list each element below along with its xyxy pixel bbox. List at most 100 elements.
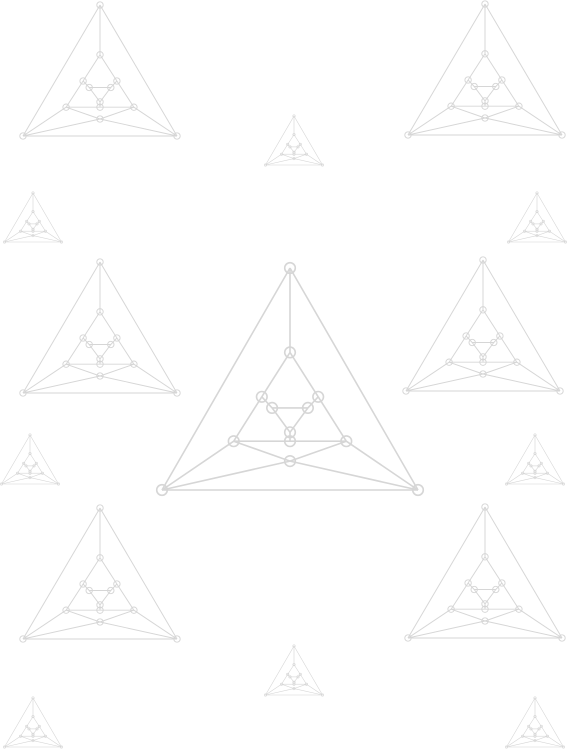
motif-edge <box>294 154 307 158</box>
motif-edge <box>485 54 502 80</box>
motif-edge <box>27 717 33 727</box>
motif-edge <box>288 144 290 147</box>
motif-edge <box>46 736 62 747</box>
motif-node <box>97 259 103 265</box>
motif-edge <box>535 698 564 747</box>
motif-edge <box>408 507 485 638</box>
motif-node <box>293 157 295 159</box>
motif-node <box>293 133 295 135</box>
motif-edge <box>5 193 34 242</box>
medium-triangle-2 <box>405 1 565 138</box>
motif-node <box>559 635 565 641</box>
motif-node <box>97 602 103 608</box>
motif-node <box>25 465 27 467</box>
motif-edge <box>300 674 306 684</box>
motif-node <box>293 687 295 689</box>
motif-edge <box>18 463 24 473</box>
motif-edge <box>408 118 485 135</box>
motif-edge <box>24 463 26 466</box>
motif-edge <box>537 212 543 222</box>
motif-node <box>536 230 538 232</box>
motif-edge <box>33 736 46 740</box>
motif-edge <box>134 610 177 639</box>
motif-edge <box>100 591 111 605</box>
motif-node <box>297 146 299 148</box>
motif-node <box>534 739 536 741</box>
motif-node <box>57 483 59 485</box>
motif-edge <box>485 118 562 135</box>
motif-node <box>131 104 137 110</box>
motif-node <box>285 347 296 358</box>
motif-edge <box>529 726 531 729</box>
motif-edge <box>298 144 300 147</box>
motif-edge <box>162 461 290 490</box>
motif-edge <box>290 352 318 396</box>
motif-node <box>108 341 114 347</box>
motif-edge <box>290 441 346 461</box>
motif-edge <box>5 736 21 747</box>
motif-edge <box>83 312 100 338</box>
motif-node <box>29 452 31 454</box>
motif-node <box>285 427 296 438</box>
motif-node <box>516 606 522 612</box>
motif-node <box>3 241 5 243</box>
motif-edge <box>483 362 517 374</box>
motif-node <box>33 465 35 467</box>
motif-node <box>63 361 69 367</box>
motif-edge <box>234 441 290 461</box>
motif-node <box>285 456 296 467</box>
motif-edge <box>539 726 541 729</box>
motif-edge <box>33 741 62 747</box>
motif-node <box>528 725 530 727</box>
motif-edge <box>282 684 295 688</box>
medium-triangle-6 <box>405 504 565 641</box>
motif-node <box>521 735 523 737</box>
motif-edge <box>30 454 36 464</box>
motif-node <box>534 476 536 478</box>
motif-node <box>86 587 92 593</box>
motif-edge <box>494 336 500 343</box>
motif-edge <box>290 268 418 490</box>
motif-node <box>482 98 488 104</box>
motif-edge <box>346 441 418 490</box>
motif-node <box>542 220 544 222</box>
motif-node <box>534 470 536 472</box>
motif-edge <box>66 107 100 119</box>
motif-node <box>530 220 532 222</box>
small-triangle-8 <box>505 697 564 748</box>
motif-node <box>299 673 301 675</box>
motif-edge <box>100 622 177 639</box>
motif-edge <box>18 473 31 477</box>
motif-edge <box>294 646 323 695</box>
motif-edge <box>100 119 177 136</box>
medium-triangle-3 <box>20 259 180 396</box>
small-triangle-2 <box>3 192 62 243</box>
motif-node <box>448 606 454 612</box>
motif-node <box>499 580 505 586</box>
motif-edge <box>308 397 318 408</box>
motif-node <box>97 505 103 511</box>
motif-node <box>471 586 477 592</box>
motif-edge <box>451 609 485 621</box>
motif-edge <box>449 336 466 362</box>
motif-node <box>36 223 38 225</box>
motif-edge <box>406 260 483 391</box>
motif-node <box>523 230 525 232</box>
motif-node <box>20 390 26 396</box>
motif-node <box>321 694 323 696</box>
motif-edge <box>83 55 100 81</box>
motif-edge <box>266 689 295 695</box>
motif-node <box>534 733 536 735</box>
motif-edge <box>541 726 547 736</box>
motif-edge <box>468 54 485 80</box>
motif-edge <box>23 508 100 639</box>
motif-node <box>482 618 488 624</box>
motif-node <box>174 390 180 396</box>
motif-edge <box>466 310 483 336</box>
motif-node <box>97 555 103 561</box>
motif-edge <box>83 558 100 584</box>
motif-edge <box>507 435 536 484</box>
motif-edge <box>111 81 117 88</box>
motif-edge <box>100 610 134 622</box>
motif-node <box>97 99 103 105</box>
